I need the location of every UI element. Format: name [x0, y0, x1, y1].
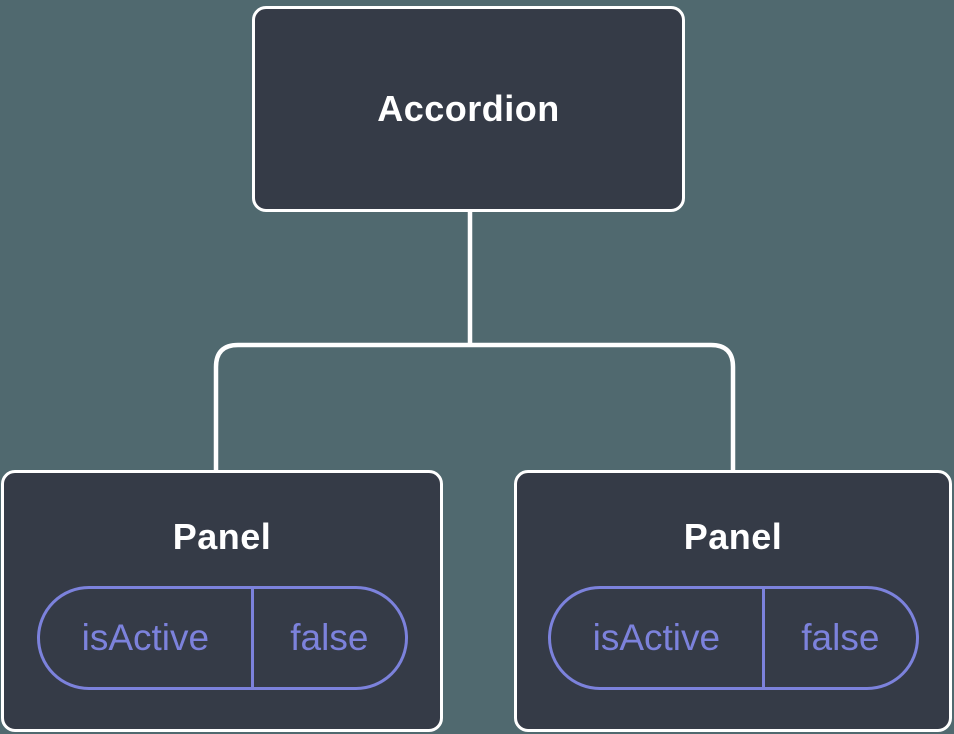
panel-right-state-key: isActive [592, 617, 721, 659]
accordion-node: Accordion [252, 6, 685, 212]
panel-right-label: Panel [683, 516, 783, 557]
panel-right-state-pill: isActive false [547, 586, 919, 691]
panel-node-left: Panel isActive false [1, 470, 443, 732]
connector-branch-line [213, 342, 736, 474]
panel-node-right: Panel isActive false [514, 470, 952, 732]
panel-left-state-key: isActive [81, 617, 210, 659]
panel-left-state-value: false [251, 589, 404, 688]
panel-right-state-value: false [762, 589, 915, 688]
panel-left-label: Panel [172, 516, 272, 557]
panel-left-state-pill: isActive false [36, 586, 408, 691]
accordion-node-label: Accordion [377, 88, 560, 130]
